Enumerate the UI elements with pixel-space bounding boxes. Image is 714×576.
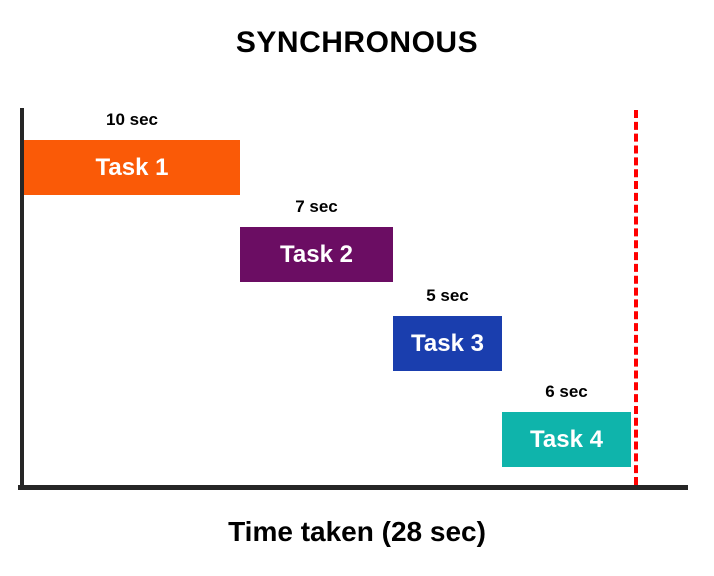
x-axis-caption: Time taken (28 sec)	[228, 516, 486, 547]
task-duration-label: 5 sec	[426, 286, 469, 305]
total-time-marker-line	[634, 110, 638, 485]
task-name: Task 3	[411, 329, 484, 357]
task-name: Task 4	[530, 425, 603, 453]
task-bar: Task 1	[24, 140, 240, 195]
task-name: Task 2	[280, 240, 353, 268]
y-axis	[20, 108, 24, 490]
task-bar: Task 4	[502, 412, 631, 467]
task-duration-label: 6 sec	[545, 382, 588, 401]
chart-title: SYNCHRONOUS	[235, 26, 479, 59]
x-axis	[18, 485, 688, 490]
task-name: Task 1	[95, 153, 169, 181]
task-duration-label: 10 sec	[106, 110, 158, 129]
task-bar: Task 2	[240, 227, 393, 282]
task-duration-label: 7 sec	[295, 197, 338, 216]
task-bar: Task 3	[393, 316, 502, 371]
